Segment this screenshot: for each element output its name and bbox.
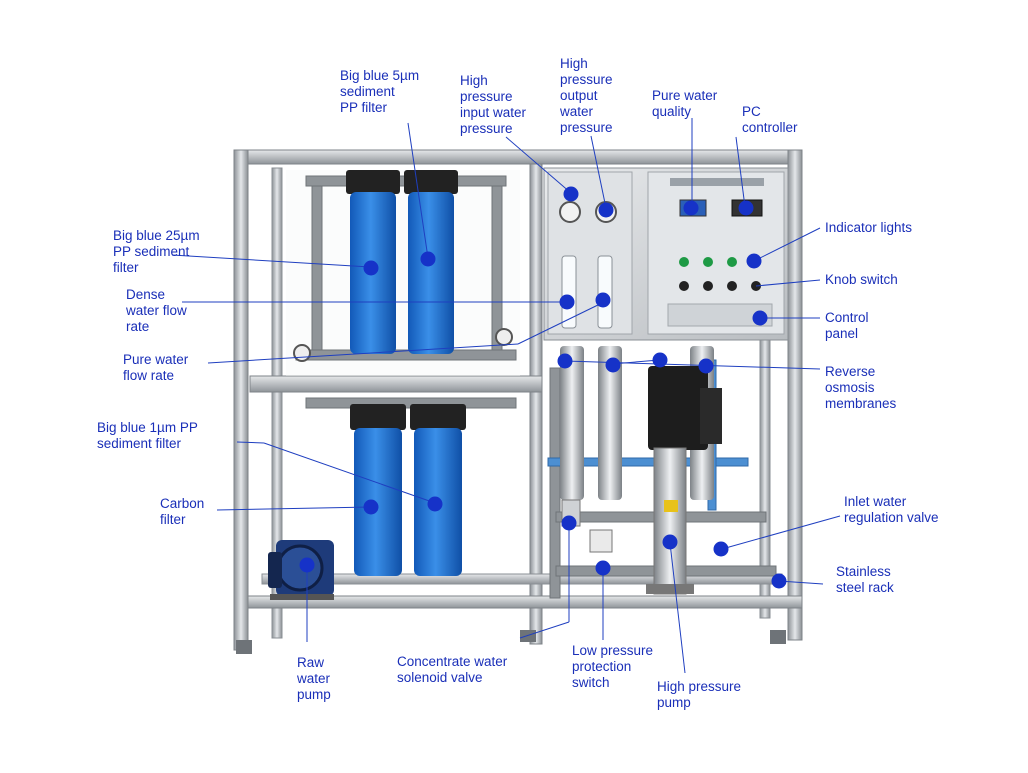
flowmeter-tube-icon <box>561 255 577 329</box>
label-knob-switch: Knob switch <box>825 272 898 287</box>
marker-hp-pump <box>662 534 678 550</box>
marker-5um-filter <box>420 251 436 267</box>
marker-carbon-filter <box>363 499 379 515</box>
label-inlet-water-regulation-valve: Inlet water regulation valve <box>844 494 939 525</box>
carbon-filter <box>410 404 466 576</box>
flowmeter-tube-icon <box>597 255 613 329</box>
label-dense-water-flow-rate: Dense water flow rate <box>126 287 187 334</box>
marker-solenoid <box>561 515 577 531</box>
label-raw-water-pump: Raw water pump <box>297 655 331 702</box>
label-big-blue-1um-filter: Big blue 1µm PP sediment filter <box>97 420 198 451</box>
label-pure-water-quality: Pure water quality <box>652 88 718 119</box>
label-hp-input-pressure: High pressure input water pressure <box>460 73 527 136</box>
marker-hp-input <box>563 186 579 202</box>
big-blue-1um-filter <box>350 404 406 576</box>
pressure-gauge-icon <box>559 201 581 223</box>
marker-hp-output <box>598 202 614 218</box>
label-big-blue-25um-filter: Big blue 25µm PP sediment filter <box>113 228 200 275</box>
marker-rack <box>771 573 787 589</box>
label-concentrate-water-solenoid-valve: Concentrate water solenoid valve <box>397 654 508 685</box>
label-hp-output-pressure: High pressure output water pressure <box>560 56 613 135</box>
label-high-pressure-pump: High pressure pump <box>657 679 742 710</box>
pressure-gauge-icon <box>495 328 513 346</box>
marker-indicator-lights <box>746 253 762 269</box>
label-stainless-steel-rack: Stainless steel rack <box>836 564 894 595</box>
marker-control-panel <box>752 310 768 326</box>
label-low-pressure-protection-switch: Low pressure protection switch <box>572 643 654 690</box>
label-pure-water-flow-rate: Pure water flow rate <box>123 352 189 383</box>
pressure-gauge-icon <box>293 344 311 362</box>
control-box <box>543 167 789 341</box>
label-reverse-osmosis-membranes: Reverse osmosis membranes <box>825 364 897 411</box>
marker-25um-filter <box>363 260 379 276</box>
low-pressure-switch <box>589 529 613 553</box>
stainless-steel-rack <box>233 149 803 654</box>
marker-low-pressure <box>595 560 611 576</box>
leader-lines <box>171 118 841 674</box>
high-pressure-pump <box>646 366 722 595</box>
marker-pure-quality <box>683 200 699 216</box>
marker-pure-flow <box>595 292 611 308</box>
marker-1um-filter <box>427 496 443 512</box>
marker-ro-membrane-1 <box>557 353 573 369</box>
marker-raw-pump <box>299 557 315 573</box>
label-carbon-filter: Carbon filter <box>160 496 205 527</box>
label-pc-controller: PC controller <box>742 104 798 135</box>
marker-inlet-valve <box>713 541 729 557</box>
marker-ro-membrane-2 <box>605 357 621 373</box>
label-big-blue-5um-filter: Big blue 5µm sediment PP filter <box>340 68 420 115</box>
marker-ro-membrane-3 <box>652 352 668 368</box>
marker-ro-membrane-4 <box>698 358 714 374</box>
marker-dense-flow <box>559 294 575 310</box>
raw-water-pump <box>268 540 334 600</box>
marker-pc-controller <box>738 200 754 216</box>
label-control-panel: Control panel <box>825 310 869 341</box>
label-indicator-lights: Indicator lights <box>825 220 913 235</box>
